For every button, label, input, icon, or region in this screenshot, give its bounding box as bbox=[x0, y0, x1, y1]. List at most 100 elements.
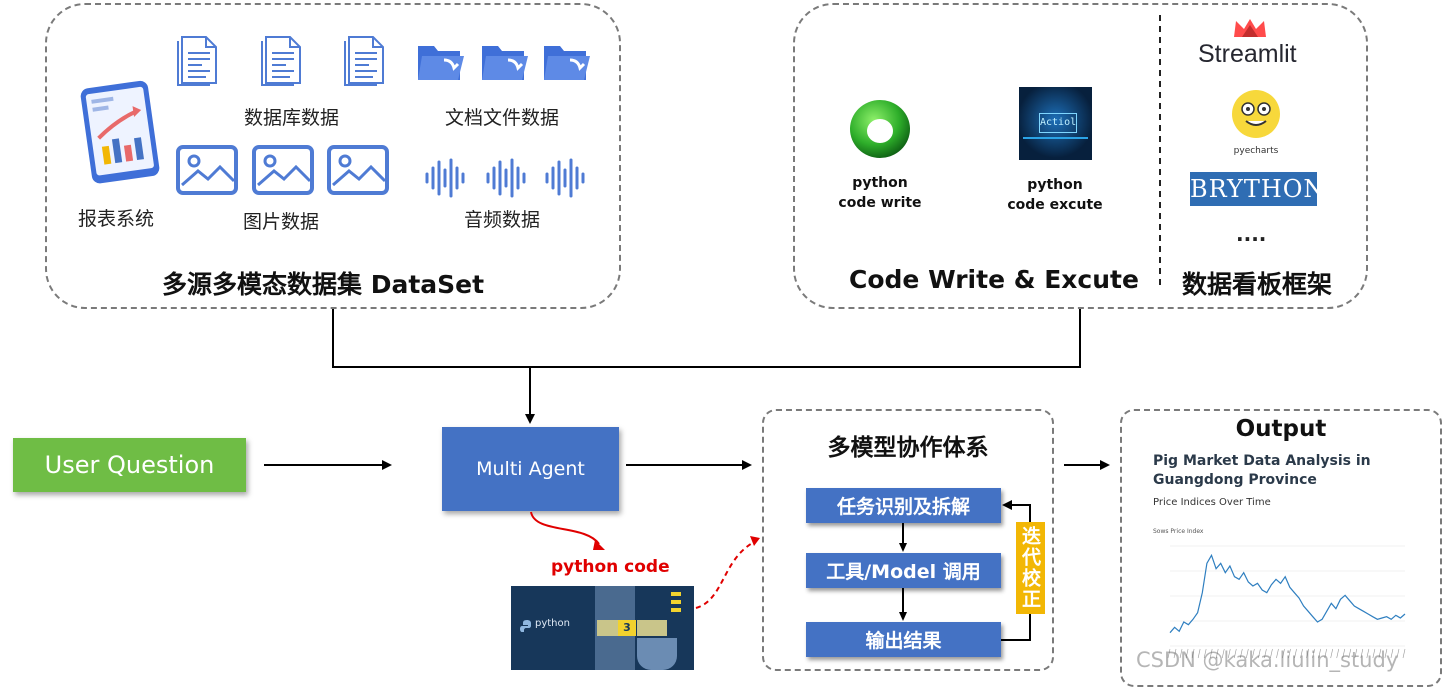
chart-x-tick bbox=[1330, 648, 1333, 659]
chart-x-tick bbox=[1402, 648, 1406, 659]
audio-wave-icon bbox=[486, 158, 526, 198]
audio-data-label: 音频数据 bbox=[464, 209, 541, 231]
chart-x-tick bbox=[1221, 648, 1225, 659]
chart-x-tick bbox=[1276, 648, 1279, 659]
arrow-to-output bbox=[1064, 460, 1110, 470]
folder-icon bbox=[544, 46, 590, 80]
arrow-to-agent bbox=[264, 460, 392, 470]
report-system-icon bbox=[80, 80, 160, 184]
task-decompose-step[interactable]: 任务识别及拆解 bbox=[806, 488, 1001, 523]
code-write-execute-title: Code Write & Excute bbox=[849, 265, 1139, 294]
chart-x-tick bbox=[1300, 648, 1303, 659]
database-file-icon bbox=[177, 36, 217, 86]
python-code-label: python code bbox=[551, 557, 670, 577]
chart-x-tick bbox=[1288, 648, 1291, 659]
output-panel bbox=[1120, 409, 1442, 687]
chart-x-tick bbox=[1348, 648, 1352, 659]
chart-x-tick bbox=[1294, 648, 1297, 659]
series-line bbox=[1169, 553, 1406, 634]
multimodel-panel bbox=[762, 409, 1054, 671]
iterate-correct-label: 迭代校正 bbox=[1016, 522, 1045, 614]
chart-x-tick bbox=[1282, 648, 1285, 659]
chart-x-tick bbox=[1258, 648, 1261, 659]
chart-x-tick bbox=[1312, 648, 1315, 659]
code-write-label-1: python bbox=[852, 175, 908, 191]
output-series-label: Sows Price Index bbox=[1153, 528, 1204, 535]
user-question-button[interactable]: User Question bbox=[13, 438, 246, 492]
chart-x-tick bbox=[1215, 648, 1219, 659]
chart-x-tick bbox=[1384, 648, 1388, 659]
chart-x-tick bbox=[1360, 648, 1364, 659]
chart-x-tick bbox=[1396, 648, 1400, 659]
image-icon bbox=[252, 145, 314, 195]
folder-icon bbox=[418, 46, 464, 80]
chart-x-tick bbox=[1209, 648, 1213, 659]
chart-x-tick bbox=[1197, 648, 1201, 659]
dashboard-framework-title: 数据看板框架 bbox=[1182, 270, 1333, 299]
chart-x-tick bbox=[1246, 648, 1249, 659]
code-execute-label-2: code excute bbox=[1007, 197, 1103, 213]
python-logo-icon bbox=[520, 620, 531, 632]
streamlit-crown-icon bbox=[1234, 19, 1266, 37]
python-code-image: python 3 bbox=[511, 586, 694, 670]
chart-x-tick bbox=[1324, 648, 1327, 659]
chart-x-tick bbox=[1185, 648, 1189, 659]
image-icon bbox=[176, 145, 238, 195]
database-file-icon bbox=[344, 36, 384, 86]
audio-wave-icon bbox=[425, 158, 465, 198]
more-frameworks-ellipsis: .... bbox=[1236, 222, 1267, 246]
chart-x-tick bbox=[1233, 648, 1237, 659]
chart-x-tick bbox=[1354, 648, 1358, 659]
panel-divider bbox=[1159, 15, 1161, 290]
chart-x-tick bbox=[1173, 648, 1177, 659]
chart-x-tick bbox=[1306, 648, 1309, 659]
streamlit-logo-text: Streamlit bbox=[1198, 40, 1297, 68]
arrow-to-multimodel bbox=[626, 460, 752, 470]
chart-x-tick bbox=[1252, 648, 1255, 659]
tool-model-call-step[interactable]: 工具/Model 调用 bbox=[806, 553, 1001, 588]
multi-agent-box[interactable]: Multi Agent bbox=[442, 427, 619, 511]
image-icon bbox=[327, 145, 389, 195]
multimodel-title: 多模型协作体系 bbox=[827, 435, 989, 461]
code-execute-icon: Actiol bbox=[1019, 87, 1092, 160]
agent-to-code-arrow bbox=[530, 511, 605, 550]
chart-x-tick bbox=[1336, 648, 1340, 659]
pyecharts-label: pyecharts bbox=[1233, 146, 1279, 156]
chart-x-tick bbox=[1378, 648, 1382, 659]
document-data-label: 文档文件数据 bbox=[445, 107, 560, 129]
chart-x-tick bbox=[1167, 648, 1171, 659]
database-file-icon bbox=[261, 36, 301, 86]
code-execute-screen-text: Actiol bbox=[1039, 113, 1077, 133]
report-system-label: 报表系统 bbox=[78, 208, 155, 230]
code-to-multimodel-arrow bbox=[695, 536, 760, 609]
code-write-label-2: code write bbox=[838, 195, 922, 211]
output-chart-title: Pig Market Data Analysis in Guangdong Pr… bbox=[1153, 453, 1371, 488]
chart-x-tick bbox=[1240, 648, 1243, 659]
code-write-icon bbox=[850, 100, 910, 158]
chart-x-tick bbox=[1342, 648, 1346, 659]
dataset-title: 多源多模态数据集 DataSet bbox=[162, 270, 485, 299]
chart-x-tick bbox=[1191, 648, 1195, 659]
dataset-panel bbox=[45, 3, 621, 309]
chart-x-tick bbox=[1372, 648, 1376, 659]
chart-x-tick bbox=[1264, 648, 1267, 659]
watermark: CSDN @kaka.liulin_study bbox=[1136, 648, 1399, 672]
chart-x-tick bbox=[1179, 648, 1183, 659]
folder-icon bbox=[482, 46, 528, 80]
chart-x-tick bbox=[1366, 648, 1370, 659]
chart-x-tick bbox=[1318, 648, 1321, 659]
output-result-step[interactable]: 输出结果 bbox=[806, 622, 1001, 657]
brython-logo: BRYTHON bbox=[1190, 172, 1324, 206]
chart-x-tick bbox=[1270, 648, 1273, 659]
audio-wave-icon bbox=[545, 158, 585, 198]
python-logo-text: python bbox=[535, 618, 570, 629]
output-title: Output bbox=[1235, 416, 1327, 442]
chart-x-tick bbox=[1390, 648, 1394, 659]
code-dashboard-panel bbox=[793, 3, 1368, 309]
output-chart-subtitle: Price Indices Over Time bbox=[1153, 497, 1271, 508]
python-code-block: 3 bbox=[618, 620, 636, 636]
chart-x-tick bbox=[1203, 648, 1207, 659]
database-data-label: 数据库数据 bbox=[244, 107, 340, 129]
price-index-chart bbox=[1167, 545, 1406, 659]
